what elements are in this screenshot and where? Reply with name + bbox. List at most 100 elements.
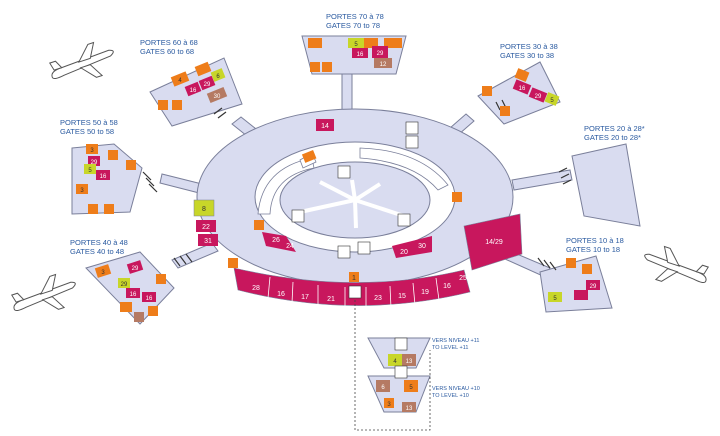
corridor-20 <box>511 169 573 191</box>
level-label-en: TO LEVEL +10 <box>432 393 469 399</box>
pod-label: 29 <box>204 82 211 88</box>
gate-label-en: GATES 70 to 78 <box>326 21 381 30</box>
badge-14-box <box>316 119 334 131</box>
link-path <box>354 300 431 431</box>
gate-label-40: PORTES 40 à 48 GATES 40 to 48 <box>70 238 128 256</box>
pod-label: 29 <box>590 284 597 290</box>
pod-label: 16 <box>190 88 197 94</box>
pod-label: 16 <box>519 86 526 92</box>
counter-label: 16 <box>443 283 451 290</box>
stairs-icon <box>394 337 408 351</box>
orange-block <box>301 150 317 163</box>
counter-label: 22 <box>202 224 210 231</box>
walkway <box>350 179 357 201</box>
pod-label: 16 <box>146 296 153 302</box>
counter-label: 8 <box>202 206 206 213</box>
plane-icon <box>291 209 305 223</box>
restaurant-icon <box>228 258 238 268</box>
counter-label: 31 <box>204 238 212 245</box>
airplane-icon <box>10 273 76 312</box>
pod-label: 5 <box>354 42 358 48</box>
inner-arc-right <box>359 147 449 191</box>
pod-label: 13 <box>406 406 413 412</box>
gate-label-en: GATES 60 to 68 <box>140 47 195 56</box>
walkway <box>319 180 356 202</box>
counter-label: 24 <box>286 243 294 250</box>
pod-label: 5 <box>550 98 554 104</box>
pod-label: 12 <box>380 62 387 68</box>
gate-label-fr: PORTES 70 à 78 <box>326 12 384 21</box>
pod-label: 3 <box>90 148 94 154</box>
counter-label: 16 <box>277 291 285 298</box>
plane-icon <box>397 213 411 227</box>
gate-label-en: GATES 40 to 48 <box>70 247 125 256</box>
pod-label: 16 <box>357 52 364 58</box>
gate-label-fr: PORTES 10 à 18 <box>566 236 624 245</box>
stairs-icon <box>394 365 408 379</box>
pod-label: 16 <box>130 292 137 298</box>
pod-label: 16 <box>100 174 107 180</box>
central-walkways <box>299 179 405 229</box>
stairs-icon <box>348 285 362 299</box>
pod-label: 6 <box>216 74 220 80</box>
facility-icons <box>228 121 462 379</box>
walkway <box>353 182 382 202</box>
escalator-icon <box>337 245 351 259</box>
counter-label: 26 <box>272 237 280 244</box>
counter-label: 23 <box>374 295 382 302</box>
gate-label-10: PORTES 10 à 18 GATES 10 to 18 <box>566 236 624 254</box>
pod-label: 29 <box>121 282 128 288</box>
gate-label-30: PORTES 30 à 38 GATES 30 to 38 <box>500 42 558 60</box>
walkway <box>354 198 405 218</box>
pod-label: 3 <box>80 188 84 194</box>
counter-label: 1 <box>352 275 356 282</box>
level-label-fr: VERS NIVEAU +10 <box>432 386 480 392</box>
level-label-10: VERS NIVEAU +10 TO LEVEL +10 <box>432 386 480 400</box>
counter-label: 21 <box>327 296 335 303</box>
counter-label: 30 <box>418 243 426 250</box>
pod-label: 5 <box>553 296 557 302</box>
gate-label-en: GATES 50 to 58 <box>60 127 115 136</box>
counter-label: 14 <box>321 123 329 130</box>
counter-label: 19 <box>421 289 429 296</box>
counter-label: 25 <box>459 275 467 282</box>
level-label-en: TO LEVEL +11 <box>432 345 469 351</box>
pod-label: 29 <box>377 51 384 57</box>
counter-block-big <box>463 213 523 271</box>
counter-22-box <box>196 220 216 232</box>
gate-label-fr: PORTES 50 à 58 <box>60 118 118 127</box>
toilet-icon <box>452 192 462 202</box>
counter-label: 17 <box>301 294 309 301</box>
pod-label: 4 <box>178 78 182 84</box>
pod-label: 29 <box>91 160 98 166</box>
walkway <box>353 199 358 229</box>
gate-label-en: GATES 10 to 18 <box>566 245 621 254</box>
counter-dividers <box>267 276 440 309</box>
gate-label-fr: PORTES 60 à 68 <box>140 38 198 47</box>
pod-label: 4 <box>393 359 397 365</box>
counter-label: 14/29 <box>485 239 503 246</box>
gate-label-fr: PORTES 40 à 48 <box>70 238 128 247</box>
pod-label: 30 <box>214 94 221 100</box>
counter-8-box <box>193 199 215 217</box>
pod-20 <box>571 143 641 227</box>
gate-label-fr: PORTES 20 à 28* <box>584 124 645 133</box>
gate-label-50: PORTES 50 à 58 GATES 50 to 58 <box>60 118 118 136</box>
gate-label-20: PORTES 20 à 28* GATES 20 to 28* <box>584 124 645 142</box>
pod-label: 29 <box>132 266 139 272</box>
pod-label: 5 <box>88 168 92 174</box>
walkway <box>299 198 356 214</box>
gate-label-70: PORTES 70 à 78 GATES 70 to 78 <box>326 12 384 30</box>
pod-labels: 5 16 29 12 4 16 29 30 6 16 29 5 3 29 5 1… <box>80 42 597 412</box>
inner-counters-left-box <box>262 232 296 252</box>
counter-label: 28 <box>252 285 260 292</box>
elevator-icon <box>357 241 371 255</box>
pod-label: 3 <box>101 270 105 276</box>
airplanes <box>10 41 710 312</box>
gate-label-en: GATES 30 to 38 <box>500 51 555 60</box>
counter-labels: 28 16 17 21 1 23 15 19 16 25 26 24 20 30… <box>202 123 503 303</box>
inner-counters-right-box <box>392 236 432 258</box>
counter-label: 20 <box>400 249 408 256</box>
